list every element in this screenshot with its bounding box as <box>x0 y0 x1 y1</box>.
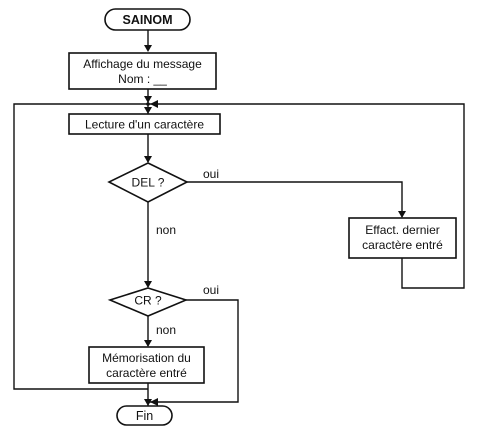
arrowhead <box>144 156 152 163</box>
arrowhead <box>144 399 152 406</box>
read-character-shape <box>68 113 221 135</box>
erase-character-line1: Effact. dernier <box>365 223 439 237</box>
arrowhead <box>144 107 152 114</box>
cr-decision-shape <box>107 287 189 317</box>
start-label: SAINOM <box>123 13 173 27</box>
display-message-shape <box>68 52 217 90</box>
arrowhead <box>144 340 152 347</box>
display-message-line2: Nom : __ <box>118 72 167 86</box>
erase-character-shape <box>348 217 457 259</box>
del-no-label: non <box>156 223 176 237</box>
arrowhead <box>398 211 406 218</box>
cr-no-label: non <box>156 323 176 337</box>
end-terminal: Fin <box>116 405 173 426</box>
del-decision-shape <box>107 162 189 203</box>
arrowhead <box>144 45 152 52</box>
arrowhead <box>150 398 158 406</box>
store-character-box: Mémorisation du caractère entré <box>88 346 205 384</box>
cr-decision: CR ? <box>107 287 189 317</box>
start-terminal: SAINOM <box>104 8 191 31</box>
connector-del-yes <box>187 181 403 217</box>
cr-decision-label: CR ? <box>134 294 162 308</box>
erase-character-box: Effact. dernier caractère entré <box>348 217 457 259</box>
connector-loop-left <box>13 103 148 390</box>
store-character-line1: Mémorisation du <box>102 351 191 365</box>
erase-character-line2: caractère entré <box>362 238 443 252</box>
arrowhead <box>144 96 152 103</box>
end-label: Fin <box>136 409 153 423</box>
display-message-line1: Affichage du message <box>83 57 202 71</box>
del-decision: DEL ? <box>107 162 189 203</box>
read-character-label: Lecture d'un caractère <box>85 118 204 132</box>
arrowhead <box>150 100 158 108</box>
store-character-line2: caractère entré <box>106 366 187 380</box>
display-message-box: Affichage du message Nom : __ <box>68 52 217 90</box>
connector-cr-yes <box>148 299 239 403</box>
store-character-shape <box>88 346 205 384</box>
read-character-box: Lecture d'un caractère <box>68 113 221 135</box>
del-yes-label: oui <box>203 167 219 181</box>
end-terminal-shape <box>116 405 173 426</box>
start-terminal-shape <box>104 8 191 31</box>
cr-yes-label: oui <box>203 283 219 297</box>
del-decision-label: DEL ? <box>132 176 165 190</box>
connector-loop-right <box>148 103 465 289</box>
arrowhead <box>144 281 152 288</box>
